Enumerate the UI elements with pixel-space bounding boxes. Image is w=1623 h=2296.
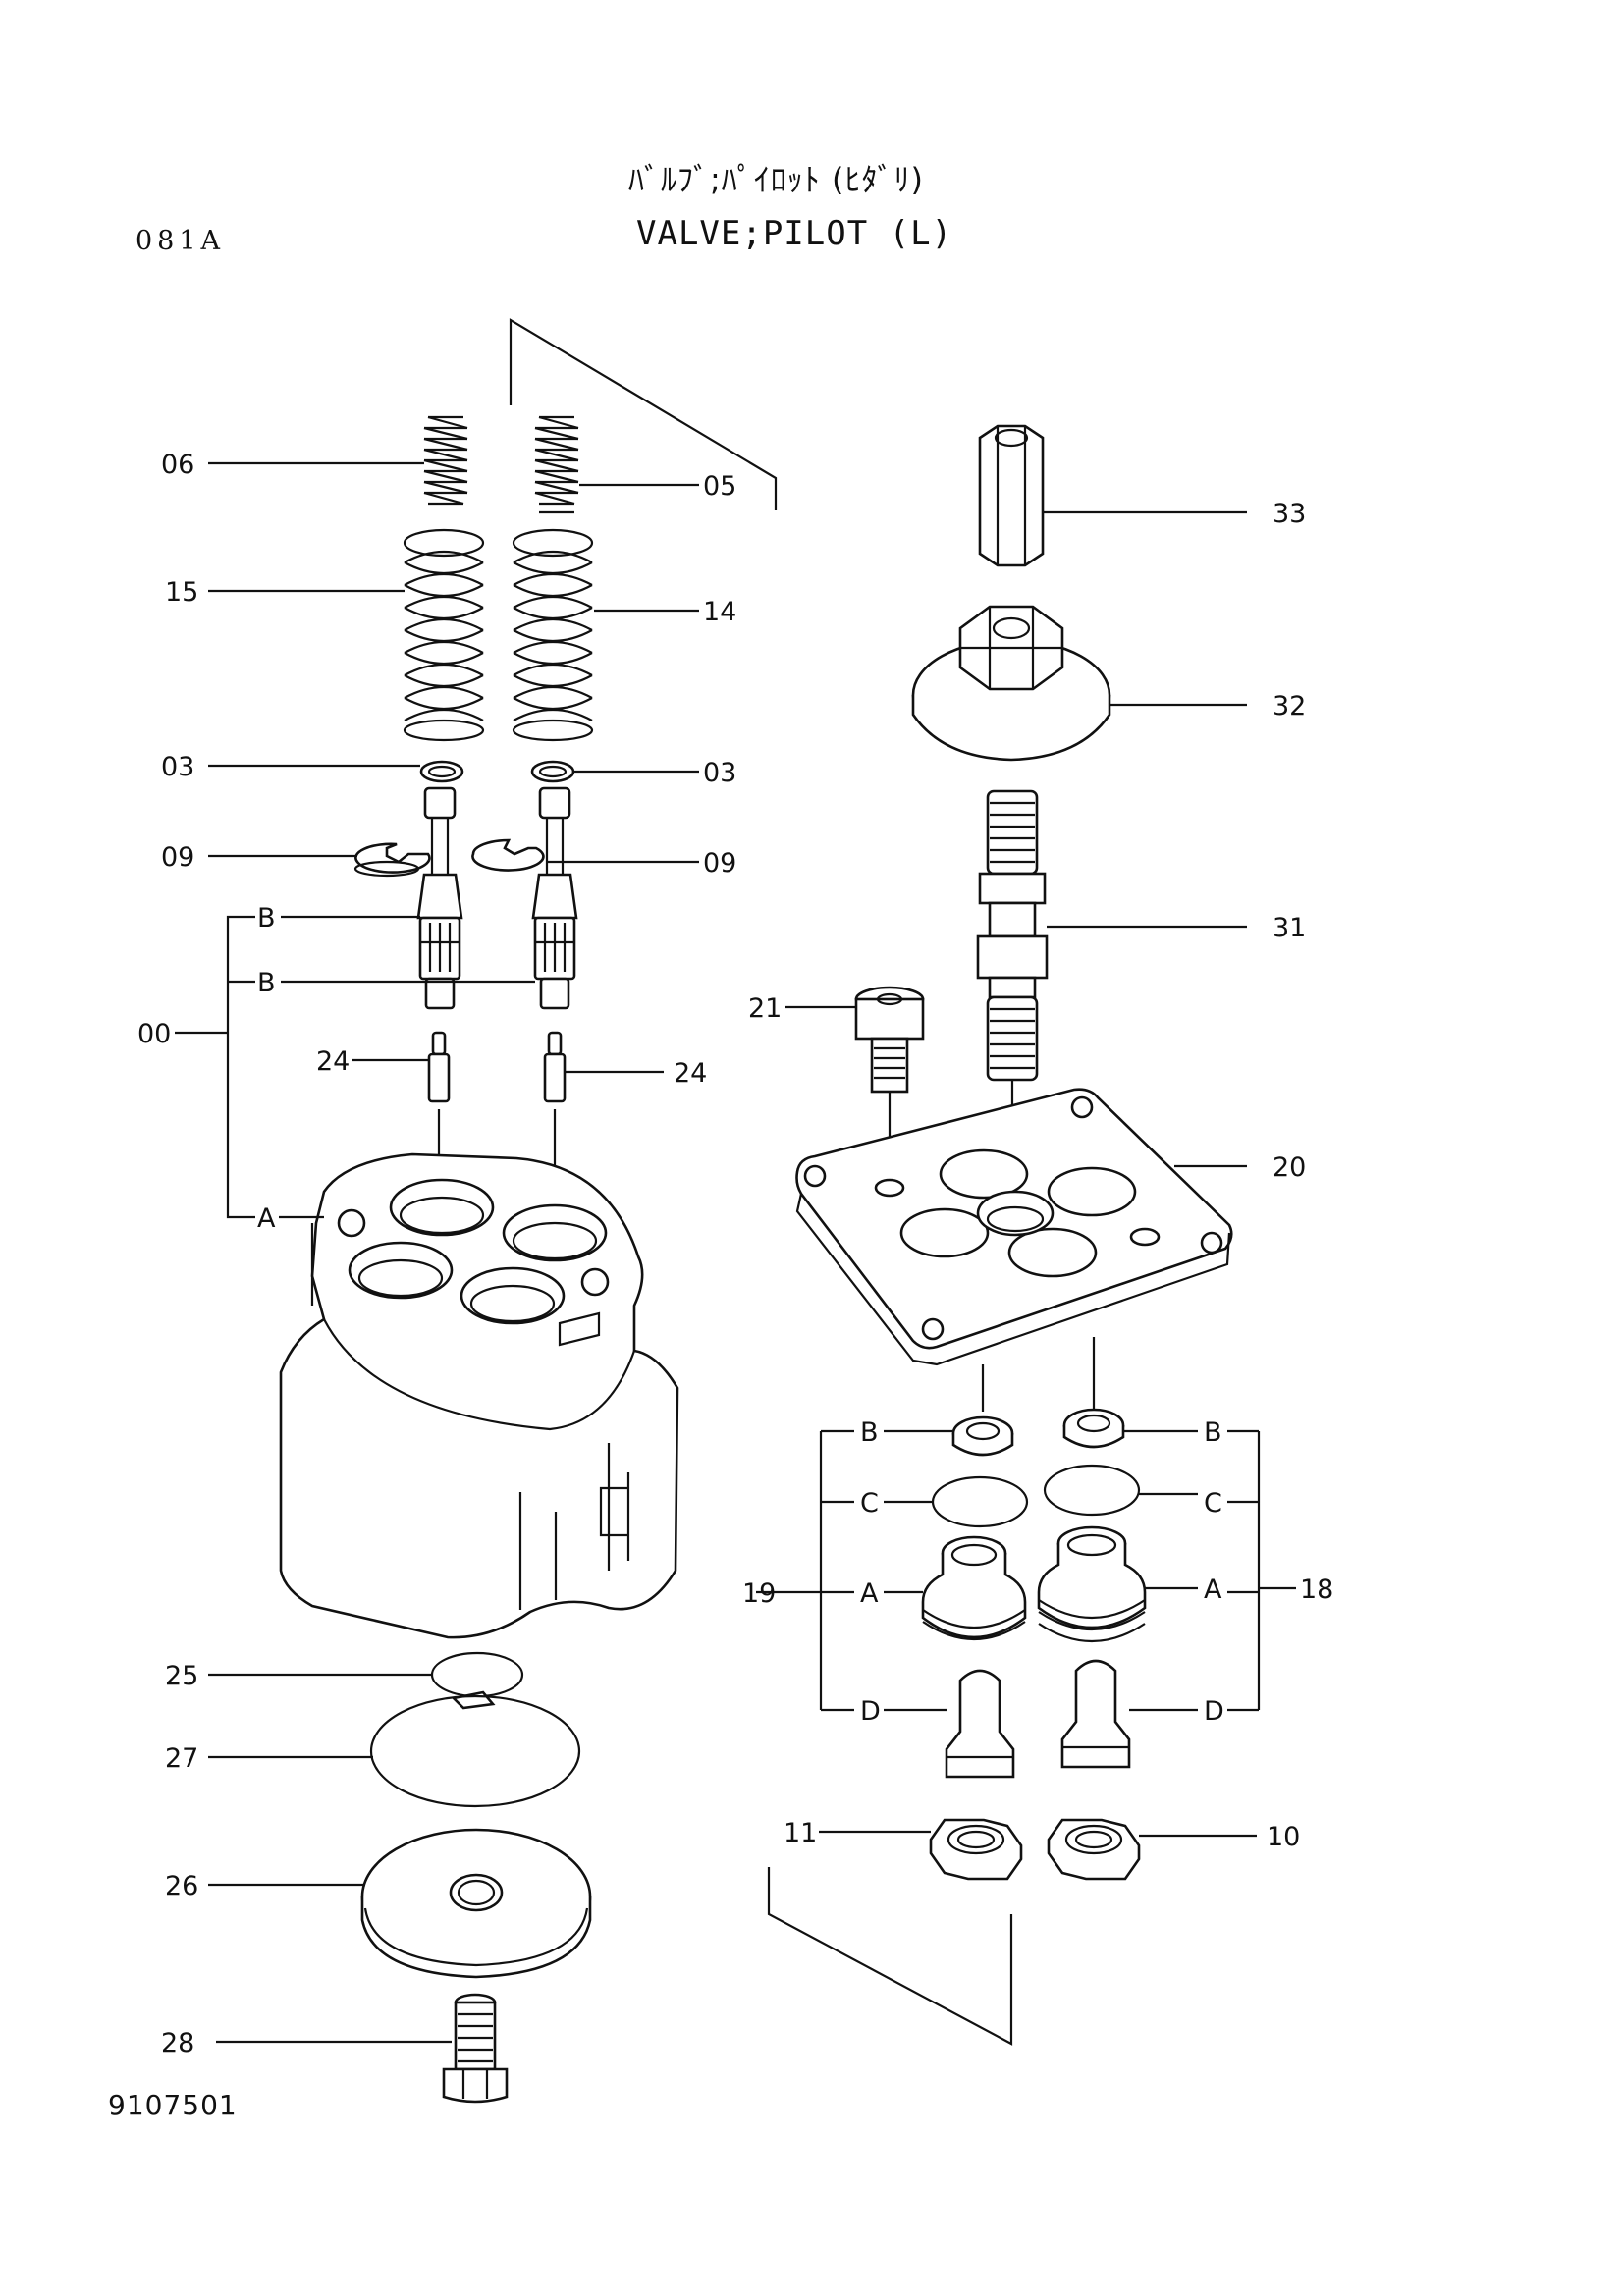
nut-11 <box>929 1818 1023 1881</box>
lower-break-frame <box>767 1867 1013 2046</box>
callout-D-left: D <box>860 1696 881 1727</box>
bolt-28 <box>442 1993 509 2104</box>
callout-03-left: 03 <box>161 752 194 782</box>
callout-25: 25 <box>165 1661 198 1691</box>
washer-03-left <box>419 760 464 783</box>
figure-code: 081A <box>135 226 226 256</box>
callout-09-left: 09 <box>161 842 194 873</box>
callout-24-left: 24 <box>316 1046 350 1077</box>
spool-assembly-left <box>416 786 463 1010</box>
callout-C-right: C <box>1204 1488 1222 1519</box>
plunger-D-left <box>945 1669 1015 1779</box>
drawing-number: 9107501 <box>108 2089 238 2121</box>
callout-11: 11 <box>784 1818 817 1848</box>
callout-A-right-left: A <box>860 1578 879 1609</box>
callout-18: 18 <box>1300 1575 1333 1605</box>
retainer-clip-09-right <box>471 838 545 872</box>
seal-washer-B-left <box>951 1415 1014 1457</box>
bushing-A-right <box>1037 1525 1147 1643</box>
title-english: VALVE;PILOT (L) <box>636 214 953 253</box>
callout-28: 28 <box>161 2028 194 2058</box>
spool-assembly-right <box>531 786 578 1010</box>
hex-coupling-33 <box>978 424 1045 567</box>
plate-26 <box>360 1828 592 1979</box>
callout-10: 10 <box>1267 1822 1300 1852</box>
retainer-clip-09-left <box>353 842 431 878</box>
upper-break-frame <box>509 318 778 510</box>
callout-15: 15 <box>165 577 198 608</box>
o-ring-27 <box>369 1694 581 1808</box>
plate-20 <box>795 1088 1233 1412</box>
plunger-D-right <box>1060 1659 1131 1769</box>
nut-10 <box>1047 1818 1141 1881</box>
callout-33: 33 <box>1272 499 1306 529</box>
callout-27: 27 <box>165 1743 198 1774</box>
large-spring-14 <box>512 528 594 742</box>
callout-00: 00 <box>137 1019 171 1049</box>
callout-D-right: D <box>1204 1696 1224 1727</box>
callout-B-upper: B <box>257 903 276 934</box>
callout-C-left: C <box>860 1488 879 1519</box>
leader-lines <box>175 461 1296 2044</box>
seal-washer-B-right <box>1062 1408 1125 1449</box>
callout-B-right-right: B <box>1204 1417 1222 1448</box>
valve-body-casing <box>279 1152 679 1639</box>
washer-03-right <box>530 760 575 783</box>
callout-32: 32 <box>1272 691 1306 721</box>
callout-labels: 06 05 15 14 03 03 09 09 B B 00 24 24 A 2… <box>137 450 1333 2058</box>
nut-cover-32 <box>911 605 1111 762</box>
title-japanese: ﾊﾞﾙﾌﾞ;ﾊﾟｲﾛｯﾄ (ﾋﾀﾞﾘ) <box>628 161 924 198</box>
callout-A-right-right: A <box>1204 1575 1222 1605</box>
bushing-A-left <box>921 1535 1027 1640</box>
callout-A-left: A <box>257 1203 276 1234</box>
callout-26: 26 <box>165 1871 198 1901</box>
small-spring-05 <box>534 415 579 514</box>
callout-06: 06 <box>161 450 194 480</box>
o-ring-C-left <box>931 1475 1029 1528</box>
callout-14: 14 <box>703 597 736 627</box>
small-spring-06 <box>423 415 468 506</box>
callout-24-right: 24 <box>674 1058 707 1089</box>
callout-21: 21 <box>748 993 782 1024</box>
callout-09-right: 09 <box>703 848 736 879</box>
callout-03-right: 03 <box>703 758 736 788</box>
callout-19: 19 <box>742 1578 776 1609</box>
callout-B-lower: B <box>257 968 276 998</box>
callout-31: 31 <box>1272 913 1306 943</box>
callout-B-right-left: B <box>860 1417 879 1448</box>
callout-05: 05 <box>703 471 736 502</box>
large-spring-15 <box>403 528 485 742</box>
callout-20: 20 <box>1272 1152 1306 1183</box>
o-ring-C-right <box>1043 1464 1141 1517</box>
